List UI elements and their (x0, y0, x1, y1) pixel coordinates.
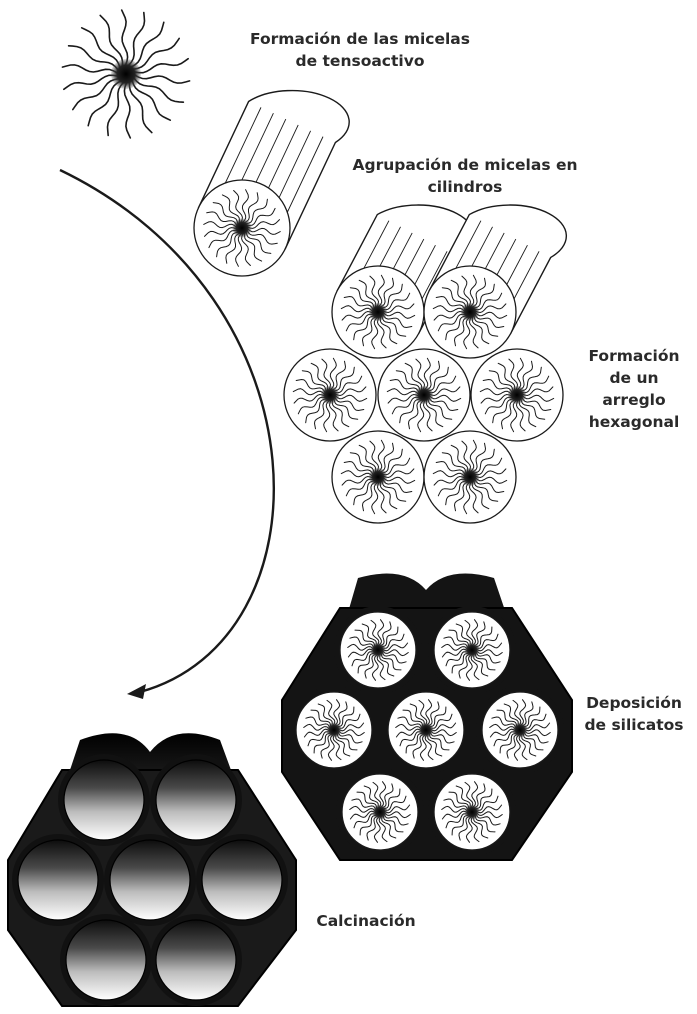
deposited-micelle-6 (434, 774, 510, 850)
empty-pore-6 (156, 920, 236, 1000)
micelle-core (415, 386, 433, 404)
surfactant-tail (129, 13, 145, 66)
deposited-micelle-2 (296, 692, 372, 768)
surfactant-tail (100, 15, 122, 65)
empty-pore-2 (18, 840, 98, 920)
micelle-core (369, 303, 387, 321)
empty-pore-5 (66, 920, 146, 1000)
deposited-micelle-5 (342, 774, 418, 850)
micelle-core (370, 642, 385, 657)
micelle-core (372, 804, 387, 819)
hex-micelle-5 (332, 431, 424, 523)
surfactant-tail (69, 46, 118, 70)
empty-pore-0 (64, 760, 144, 840)
hex-micelle-3 (378, 349, 470, 441)
deposited-micelle-1 (434, 612, 510, 688)
surfactant-tail (135, 75, 190, 83)
hex-micelle-2 (284, 349, 376, 441)
hex-micelle-0 (332, 266, 424, 358)
micelle-core (418, 722, 433, 737)
empty-pore-3 (110, 840, 190, 920)
step-label-calcination: Calcinación (296, 910, 436, 932)
empty-pore-4 (202, 840, 282, 920)
micelle-core (326, 722, 341, 737)
step-label-hexagonal-array: Formación de un arreglo hexagonal (572, 345, 696, 433)
micelle-core (461, 468, 479, 486)
micelle-core (232, 218, 251, 237)
surfactant-tail (134, 78, 183, 102)
empty-pore-1 (156, 760, 236, 840)
surfactant-tail (124, 83, 130, 138)
surfactant-tail (122, 10, 128, 65)
surfactant-tail (108, 83, 124, 136)
hex-micelle-6 (424, 431, 516, 523)
hex-micelle-4 (471, 349, 563, 441)
surfactant-tail (62, 65, 117, 73)
micelle-core (321, 386, 339, 404)
deposited-micelle-0 (340, 612, 416, 688)
micelle-core (111, 59, 141, 89)
single-micelle (62, 10, 189, 138)
step-label-micelle-formation: Formación de las micelas de tensoactivo (205, 28, 515, 72)
micelle-core (508, 386, 526, 404)
micelle-core (464, 642, 479, 657)
micelle-core (461, 303, 479, 321)
cylinder-end-face (194, 180, 290, 276)
deposited-micelle-3 (388, 692, 464, 768)
micelle-core (464, 804, 479, 819)
step-label-silicate-deposition: Deposición de silicatos (572, 692, 696, 736)
arrow-head (127, 684, 146, 699)
step-label-cylinder-grouping: Agrupación de micelas en cilindros (315, 154, 615, 198)
micelle-core (512, 722, 527, 737)
surfactant-tail (130, 82, 152, 132)
hex-micelle-1 (424, 266, 516, 358)
deposited-micelle-4 (482, 692, 558, 768)
micelle-core (369, 468, 387, 486)
